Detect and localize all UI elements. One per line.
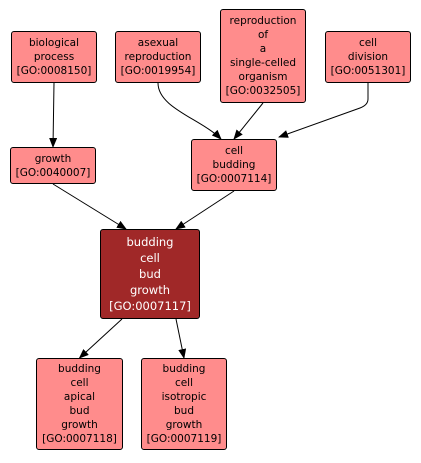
node-go-id: [GO:0007119] — [146, 433, 222, 445]
node-label-line: growth — [61, 419, 98, 431]
go-term-node-budding-cell-apical-bud-growth[interactable]: budding cell apical bud growth [GO:0007118] — [36, 358, 123, 450]
node-label-line: of — [257, 29, 269, 41]
node-label-line: cell — [140, 251, 160, 265]
node-label-line: budding — [58, 363, 101, 375]
node-label-line: bud — [174, 405, 194, 417]
go-term-node-biological-process[interactable]: biological process [GO:0008150] — [11, 31, 97, 83]
node-label-line: budding — [162, 363, 206, 375]
node-label-line: reproduction — [124, 51, 192, 63]
node-label-line: cell — [174, 377, 194, 389]
node-label-line: isotropic — [161, 391, 207, 403]
go-term-node-reproduction-single-celled[interactable]: reproduction of a single-celled organism [GO:… — [220, 9, 306, 103]
edge-growth-to-budding-cell-bud-growth — [52, 183, 127, 230]
node-label-line: budding — [126, 235, 174, 249]
node-go-id: [GO:0007114] — [196, 173, 272, 185]
node-label-line: cell — [70, 377, 89, 389]
node-label-line: a — [259, 43, 267, 55]
node-label-line: asexual — [137, 37, 179, 49]
node-label-line: division — [347, 51, 389, 63]
edge-cell-budding-to-budding-cell-bud-growth — [175, 190, 235, 230]
node-go-id: [GO:0007117] — [109, 299, 191, 313]
node-label-line: apical — [63, 391, 96, 403]
go-term-node-asexual-reproduction[interactable]: asexual reproduction [GO:0019954] — [115, 31, 201, 83]
node-label-line: cell — [358, 37, 378, 49]
edge-budding-cell-bud-growth-to-budding-cell-apical-bud-growth — [78, 318, 123, 359]
go-term-node-cell-division[interactable]: cell division [GO:0051301] — [325, 31, 411, 83]
node-label-line: cell — [224, 145, 244, 157]
go-term-node-budding-cell-bud-growth[interactable]: budding cell bud growth [GO:0007117] — [100, 229, 200, 319]
node-label-line: reproduction — [229, 15, 297, 27]
node-label-line: growth — [34, 152, 72, 165]
edge-reproduction-single-celled-to-cell-budding — [233, 102, 264, 140]
node-go-id: [GO:0007118] — [42, 433, 117, 445]
node-label-line: process — [33, 51, 75, 63]
edge-asexual-reproduction-to-cell-budding — [157, 82, 222, 140]
edge-biological-process-to-growth — [49, 82, 58, 148]
node-label-line: growth — [129, 283, 170, 297]
node-label-line: growth — [165, 419, 203, 431]
go-term-node-cell-budding[interactable]: cell budding [GO:0007114] — [191, 139, 277, 191]
node-label-line: biological — [28, 37, 80, 49]
node-label-line: budding — [212, 159, 256, 171]
go-term-node-growth[interactable]: growth[GO:0040007] — [10, 147, 96, 184]
node-go-id: [GO:0019954] — [120, 65, 196, 77]
node-go-id: [GO:0040007] — [15, 166, 91, 179]
node-go-id: [GO:0008150] — [16, 65, 92, 77]
node-label-line: organism — [238, 71, 288, 83]
node-go-id: [GO:0051301] — [330, 65, 406, 77]
node-label-line: bud — [139, 267, 161, 281]
edge-cell-division-to-cell-budding — [278, 83, 369, 138]
go-term-node-budding-cell-isotropic-bud-growth[interactable]: budding cell isotropic bud growth [GO:0007119… — [141, 358, 227, 450]
node-label-line: single-celled — [229, 57, 297, 69]
node-label-line: bud — [69, 405, 90, 417]
node-go-id: [GO:0032505] — [225, 85, 301, 97]
edge-budding-cell-bud-growth-to-budding-cell-isotropic-bud-growth — [175, 318, 187, 359]
